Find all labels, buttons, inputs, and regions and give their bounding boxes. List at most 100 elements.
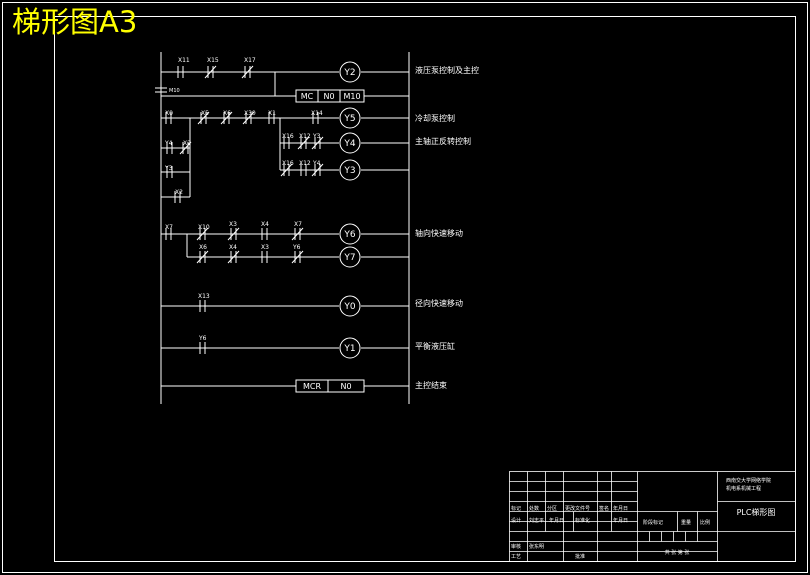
- contact-X15: [204, 65, 217, 79]
- contact-X2-nc: [179, 141, 192, 155]
- label-X6-b: X6: [199, 244, 207, 251]
- label-X13: X13: [198, 293, 210, 300]
- coil-label-Y1: Y1: [343, 344, 355, 354]
- tb-design-0: 设计: [511, 517, 521, 524]
- contact-X30: [242, 111, 255, 125]
- desc-Y2: 液压泵控制及主控: [415, 65, 479, 75]
- coil-label-Y4: Y4: [343, 139, 355, 149]
- contact-X10: [196, 227, 209, 241]
- tb-rev-3: 更改文件号: [565, 505, 590, 512]
- tb-stage: 阶段标记: [643, 519, 663, 526]
- contact-X6: [220, 111, 233, 125]
- desc-Y1: 平衡液压缸: [415, 341, 455, 351]
- contact-Y3: [166, 166, 173, 178]
- ladder-diagram: [155, 52, 410, 404]
- inner-frame: [54, 16, 796, 562]
- label-X3: X3: [229, 221, 237, 228]
- label-X3-b: X3: [261, 244, 269, 251]
- label-X6: X6: [223, 110, 231, 117]
- tb-design-1: 刘志平: [529, 517, 544, 524]
- label-M10: M10: [169, 88, 180, 94]
- label-X16-a: X16: [282, 133, 294, 140]
- coil-label-Y2: Y2: [343, 68, 355, 78]
- coil-label-Y6: Y6: [343, 230, 355, 240]
- coil-Y2: [339, 61, 361, 83]
- label-X14: X14: [311, 110, 323, 117]
- coil-Y6: [339, 223, 361, 245]
- label-X5: X5: [201, 110, 209, 117]
- tb-check-label: 审核: [511, 543, 521, 550]
- label-X15: X15: [207, 57, 219, 64]
- contact-X7: [165, 228, 172, 240]
- instr-M10: M10: [343, 92, 360, 101]
- desc-Y6: 轴向快速移动: [415, 228, 463, 238]
- label-X4-b: X4: [229, 244, 237, 251]
- label-X17: X17: [244, 57, 256, 64]
- tb-drawing-name: PLC梯形图: [737, 507, 776, 517]
- label-X12-b: X12: [299, 160, 311, 167]
- contact-Y3-nc: [311, 136, 324, 150]
- coil-Y3: [339, 159, 361, 181]
- label-X30: X30: [244, 110, 256, 117]
- label-X11: X11: [178, 57, 190, 64]
- coil-label-Y5: Y5: [343, 114, 355, 124]
- contact-X3: [227, 227, 240, 241]
- contact-X7-nc: [291, 227, 304, 241]
- tb-rev-5: 年月日: [613, 505, 628, 512]
- tb-design-2: 年月日: [549, 517, 564, 524]
- contact-X1: [268, 112, 275, 124]
- label-X16-b: X16: [282, 160, 294, 167]
- contact-X0: [165, 112, 172, 124]
- label-X10: X10: [198, 224, 210, 231]
- label-Y3-branch: Y3: [164, 165, 173, 172]
- coil-Y4: [339, 132, 361, 154]
- contact-Y4: [166, 142, 173, 154]
- coil-Y0: [339, 295, 361, 317]
- instr-MC: MC: [301, 92, 314, 101]
- tb-design-3: 标准化: [575, 517, 590, 524]
- desc-Y5: 冷却泵控制: [415, 113, 455, 123]
- contact-X16-b: [280, 163, 293, 177]
- contact-X4-b: [227, 250, 240, 264]
- label-X4: X4: [261, 221, 269, 228]
- label-Y6-c: Y6: [198, 335, 207, 342]
- contact-Y6-a: [199, 342, 206, 354]
- label-Y4-branch: Y4: [164, 140, 173, 147]
- contact-X6-b: [196, 250, 209, 264]
- instr-MCR-N0: N0: [340, 382, 351, 391]
- tb-rev-2: 分区: [547, 505, 557, 512]
- tb-org-2: 机电系机械工程: [726, 485, 761, 492]
- tb-scale: 比例: [700, 519, 710, 526]
- tb-design-5: 年月日: [613, 517, 628, 524]
- coil-Y5: [339, 107, 361, 129]
- contact-X4: [261, 228, 268, 240]
- tb-process-label: 工艺: [511, 554, 521, 560]
- contact-X13: [199, 300, 206, 312]
- sheet-title: 梯形图A3: [12, 5, 138, 39]
- desc-Y4: 主轴正反转控制: [415, 136, 471, 146]
- instr-box-MCR: [295, 379, 365, 393]
- contact-X16-a: [283, 137, 290, 149]
- coil-label-Y0: Y0: [343, 302, 355, 312]
- label-Y6-b: Y6: [292, 244, 301, 251]
- label-Y3-a: Y3: [312, 133, 321, 140]
- contact-X3-b: [261, 251, 268, 263]
- coil-Y7: [339, 246, 361, 268]
- coil-Y1: [339, 337, 361, 359]
- contact-X11: [177, 66, 184, 78]
- contact-X5: [197, 111, 210, 125]
- instr-MCR: MCR: [303, 382, 321, 391]
- label-Y4-b: Y4: [312, 160, 321, 167]
- label-X2-branch: X2: [183, 140, 191, 147]
- instr-box-MC: [295, 89, 365, 103]
- contact-X2: [174, 191, 181, 203]
- contact-Y6-nc: [291, 250, 304, 264]
- tb-org-1: 西南交大学网络学院: [726, 477, 771, 484]
- contact-Y4-nc: [311, 163, 324, 177]
- instr-N0: N0: [323, 92, 334, 101]
- tb-sheets: 共 张 第 张: [665, 549, 690, 556]
- contact-X12-a: [297, 136, 310, 150]
- contact-X12-b: [300, 164, 307, 176]
